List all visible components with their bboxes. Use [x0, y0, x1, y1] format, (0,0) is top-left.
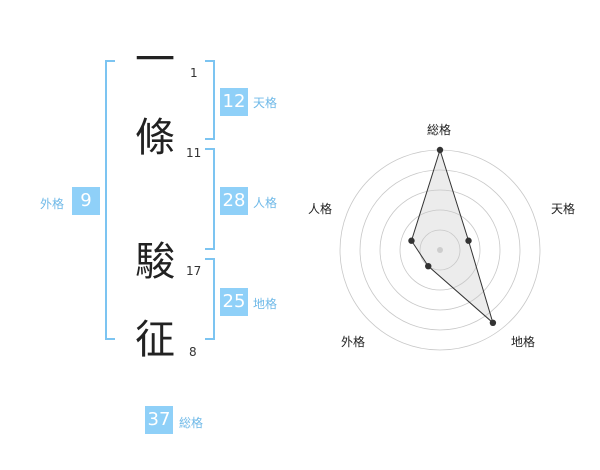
radar-ring [419, 229, 461, 271]
soukaku-value: 37 [145, 406, 173, 434]
gaikaku-label: 外格 [40, 197, 65, 211]
radar-point-5 [408, 237, 415, 244]
radar-label-tenkaku: 天格 [551, 202, 576, 216]
jinkaku-value: 28 [220, 187, 248, 215]
jinkaku-label: 人格 [253, 196, 278, 210]
chikaku-bracket [205, 258, 215, 340]
stroke-count-1: 1 [190, 66, 198, 80]
gaikaku-bracket [105, 60, 115, 340]
name-char-4: 征 [135, 317, 175, 363]
radar-chart [339, 146, 541, 351]
radar-series-area [410, 148, 494, 325]
radar-label-chikaku: 地格 [511, 335, 536, 349]
tenkaku-bracket [205, 60, 215, 140]
name-char-3: 駿 [135, 239, 175, 285]
radar-point-1 [436, 146, 444, 154]
radar-center [437, 247, 443, 253]
radar-ring [359, 169, 521, 331]
radar-point-2 [465, 237, 472, 244]
radar-label-soukaku: 総格 [427, 123, 452, 137]
tenkaku-label: 天格 [253, 96, 278, 110]
tenkaku-value: 12 [220, 88, 248, 116]
radar-point-3 [489, 319, 497, 327]
chikaku-value: 25 [220, 288, 248, 316]
name-char-1: 一 [135, 37, 175, 83]
radar-ring [399, 209, 481, 291]
radar-ring [379, 189, 501, 311]
stroke-count-3: 17 [186, 264, 202, 278]
stroke-count-4: 8 [189, 345, 197, 359]
soukaku-label: 総格 [179, 416, 204, 430]
stroke-count-2: 11 [186, 146, 202, 160]
chikaku-label: 地格 [253, 297, 278, 311]
gaikaku-value: 9 [72, 187, 100, 215]
radar-label-gaikaku: 外格 [341, 335, 366, 349]
radar-point-4 [425, 262, 432, 270]
jinkaku-bracket [205, 148, 215, 250]
radar-label-jinkaku: 人格 [308, 202, 333, 216]
name-char-2: 條 [135, 115, 175, 161]
